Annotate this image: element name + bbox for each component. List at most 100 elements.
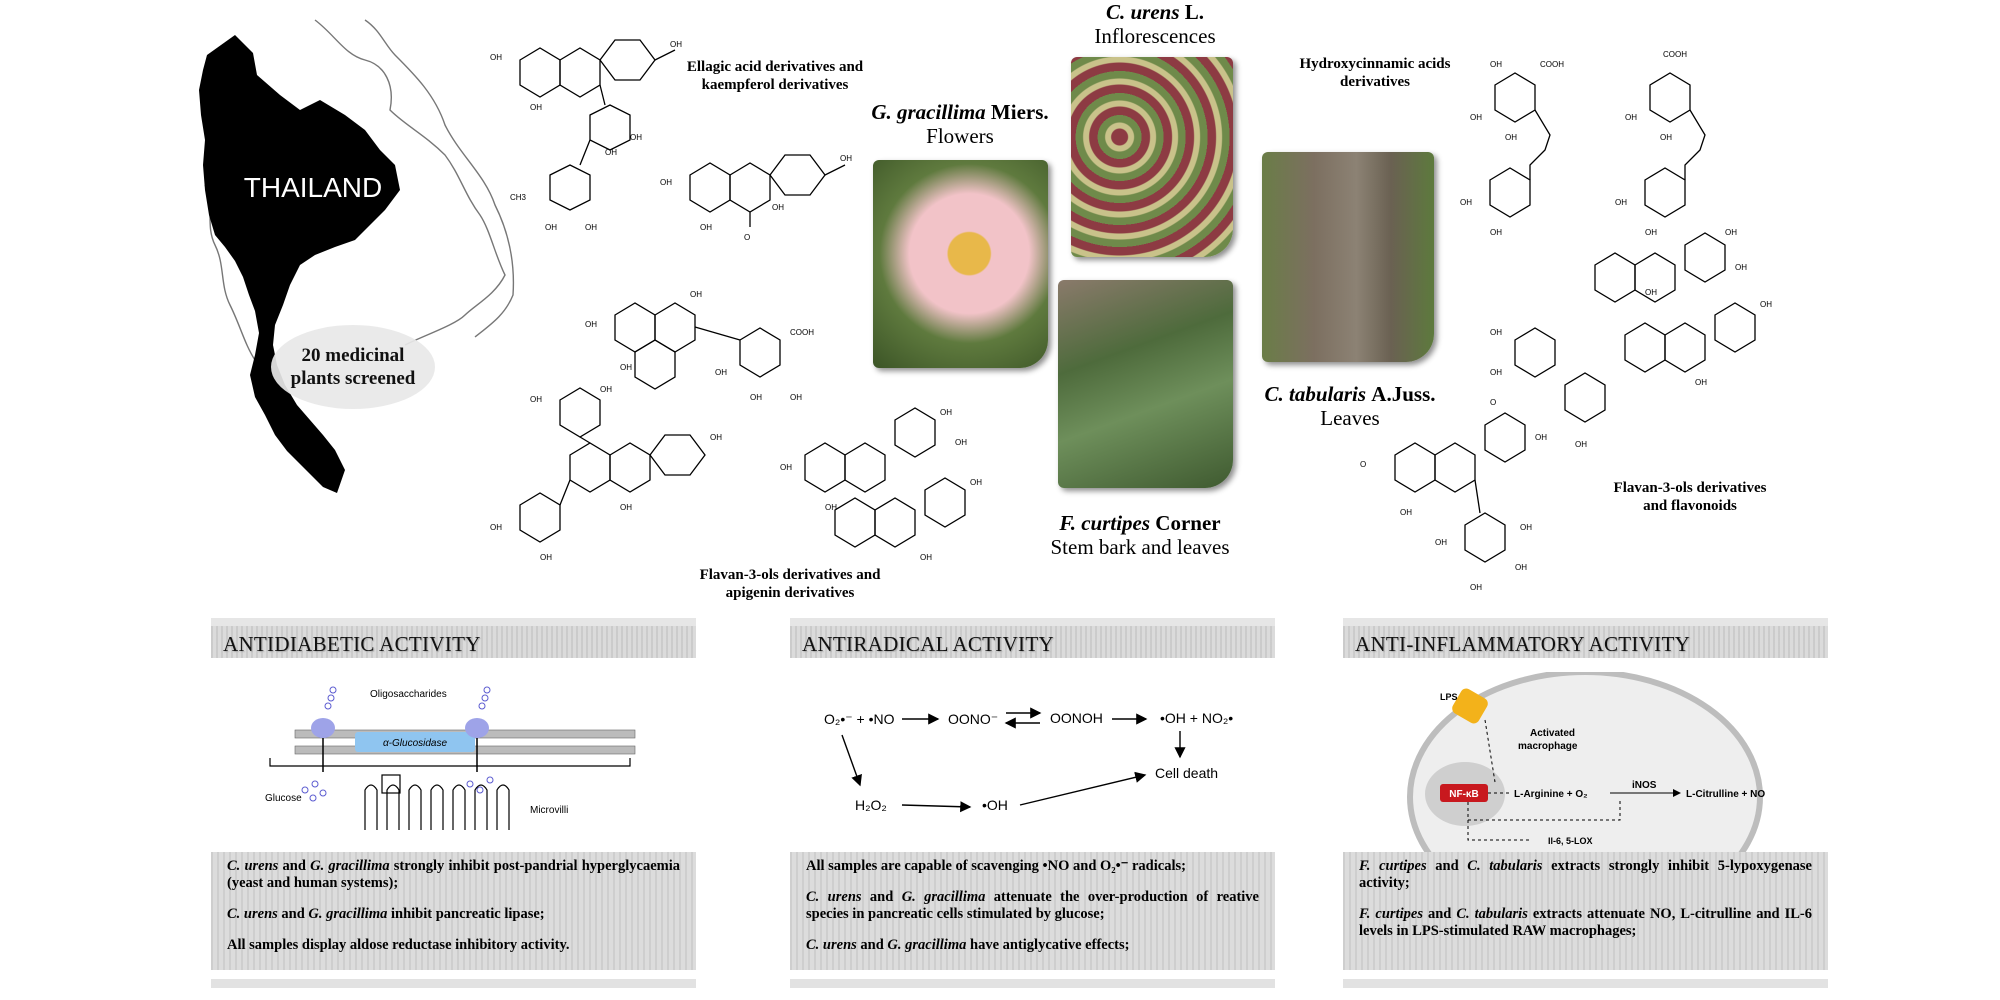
svg-text:COOH: COOH (1663, 50, 1687, 59)
svg-text:OH: OH (715, 368, 727, 377)
antiradical-finding-2: C. urens and G. gracillima attenuate the… (806, 889, 1259, 922)
svg-text:OH: OH (700, 223, 712, 232)
gracillima-part: Flowers (926, 124, 994, 148)
svg-text:OH: OH (955, 438, 967, 447)
svg-text:OH: OH (920, 553, 932, 562)
svg-text:OH: OH (660, 178, 672, 187)
products-node: •OH + NO₂• (1160, 710, 1233, 726)
svg-text:OH: OH (630, 133, 642, 142)
antiinflammatory-finding-2: F. curtipes and C. tabularis extracts at… (1359, 906, 1812, 939)
lps-receptor-icon (1452, 688, 1488, 724)
svg-text:OH: OH (540, 553, 552, 562)
hydroxycinnamic-label-line1: Hydroxycinnamic acids (1299, 56, 1451, 72)
hydroxyl-node: •OH (982, 797, 1008, 813)
svg-text:OH: OH (1575, 440, 1587, 449)
antiinflammatory-footer-band (1343, 979, 1828, 988)
thailand-shape (199, 35, 400, 493)
flavan-flavonoids-label-line1: Flavan-3-ols derivatives (1613, 480, 1767, 496)
urens-part: Inflorescences (1094, 24, 1216, 48)
antidiabetic-header: ANTIDIABETIC ACTIVITY (211, 618, 696, 658)
activated-line1: Activated (1530, 728, 1575, 739)
arginine-label: L-Arginine + O₂ (1514, 789, 1588, 800)
gracillima-flower-photo (873, 160, 1048, 368)
antidiabetic-finding-1: C. urens and G. gracillima strongly inhi… (227, 858, 680, 891)
macrophage-diagram: LPS Activated macrophage NF-κB L-Arginin… (1407, 672, 1765, 852)
tabularis-leaves-photo (1262, 152, 1434, 362)
thailand-map: THAILAND 20 medicinal plants screened (199, 19, 515, 493)
svg-text:OH: OH (545, 223, 557, 232)
svg-text:OH: OH (1490, 60, 1502, 69)
svg-text:COOH: COOH (790, 328, 814, 337)
svg-text:OH: OH (1615, 198, 1627, 207)
svg-text:OH: OH (1470, 113, 1482, 122)
svg-text:OH: OH (620, 503, 632, 512)
urens-inflorescence-photo (1071, 57, 1233, 257)
country-label: THAILAND (244, 172, 382, 203)
oligosaccharides-label: Oligosaccharides (370, 689, 447, 700)
tabularis-genus: C. tabularis (1264, 382, 1367, 406)
enzyme-left-blob (311, 718, 335, 738)
curtipes-stem-photo (1058, 280, 1233, 488)
badge-line2: plants screened (291, 368, 416, 389)
nfkb-box (1440, 784, 1488, 802)
svg-text:OH: OH (1535, 433, 1547, 442)
activated-line2: macrophage (1518, 741, 1578, 752)
antidiabetic-finding-3: All samples display aldose reductase inh… (227, 937, 570, 953)
svg-text:OH: OH (790, 393, 802, 402)
svg-text:OH: OH (1490, 228, 1502, 237)
antiradical-title: ANTIRADICAL ACTIVITY (802, 632, 1054, 656)
antiinflammatory-header: ANTI-INFLAMMATORY ACTIVITY (1343, 618, 1828, 658)
svg-text:OH: OH (1760, 300, 1772, 309)
enzyme-right-blob (465, 718, 489, 738)
svg-text:OH: OH (1460, 198, 1472, 207)
cell-death-node: Cell death (1155, 765, 1218, 781)
svg-text:OH: OH (490, 523, 502, 532)
hydroxycinnamic-label-line2: derivatives (1340, 74, 1410, 90)
svg-text:O: O (1360, 460, 1366, 469)
tabularis-author: A.Juss. (1371, 382, 1436, 406)
glucosidase-enzyme (355, 732, 475, 752)
antidiabetic-diagram: Oligosaccharides α-Glucosidase Glucose M… (265, 686, 636, 830)
il6-label: Il-6, 5-LOX (1548, 836, 1593, 846)
ellagic-label-line2: kaempferol derivatives (701, 77, 849, 93)
svg-text:OH: OH (605, 148, 617, 157)
antidiabetic-findings: C. urens and G. gracillima strongly inhi… (211, 852, 696, 970)
svg-text:OH: OH (1625, 113, 1637, 122)
svg-text:OH: OH (530, 103, 542, 112)
citrulline-label: L-Citrulline + NO (1686, 789, 1765, 800)
antiradical-findings: All samples are capable of scavenging •N… (790, 852, 1275, 970)
svg-text:OH: OH (1435, 538, 1447, 547)
antiradical-header: ANTIRADICAL ACTIVITY (790, 618, 1275, 658)
badge-bg (271, 325, 435, 409)
svg-text:OH: OH (840, 154, 852, 163)
svg-text:OH: OH (1645, 288, 1657, 297)
flavan-apigenin-label-line2: apigenin derivatives (725, 585, 855, 601)
microvilli-label: Microvilli (530, 805, 568, 816)
svg-text:OH: OH (1660, 133, 1672, 142)
svg-text:OH: OH (1515, 563, 1527, 572)
antidiabetic-title: ANTIDIABETIC ACTIVITY (223, 632, 481, 656)
reactants-node: O₂•⁻ + •NO (824, 711, 895, 727)
antiradical-finding-1: All samples are capable of scavenging •N… (806, 858, 1186, 874)
svg-text:O: O (744, 233, 750, 242)
svg-text:O: O (1490, 398, 1496, 407)
tabularis-part: Leaves (1320, 406, 1380, 430)
svg-text:OH: OH (1490, 368, 1502, 377)
svg-text:OH: OH (1695, 378, 1707, 387)
svg-text:COOH: COOH (1540, 60, 1564, 69)
badge-line1: 20 medicinal (302, 345, 405, 366)
nfkb-label: NF-κB (1449, 789, 1478, 800)
antiradical-finding-3: C. urens and G. gracillima have antiglyc… (806, 937, 1130, 953)
antidiabetic-footer-band (211, 979, 696, 988)
svg-text:OH: OH (1490, 328, 1502, 337)
antiinflammatory-title: ANTI-INFLAMMATORY ACTIVITY (1355, 632, 1691, 656)
svg-text:OH: OH (940, 408, 952, 417)
antiradical-footer-band (790, 979, 1275, 988)
curtipes-genus: F. curtipes (1059, 511, 1151, 535)
ellagic-label-line1: Ellagic acid derivatives and (686, 59, 864, 75)
